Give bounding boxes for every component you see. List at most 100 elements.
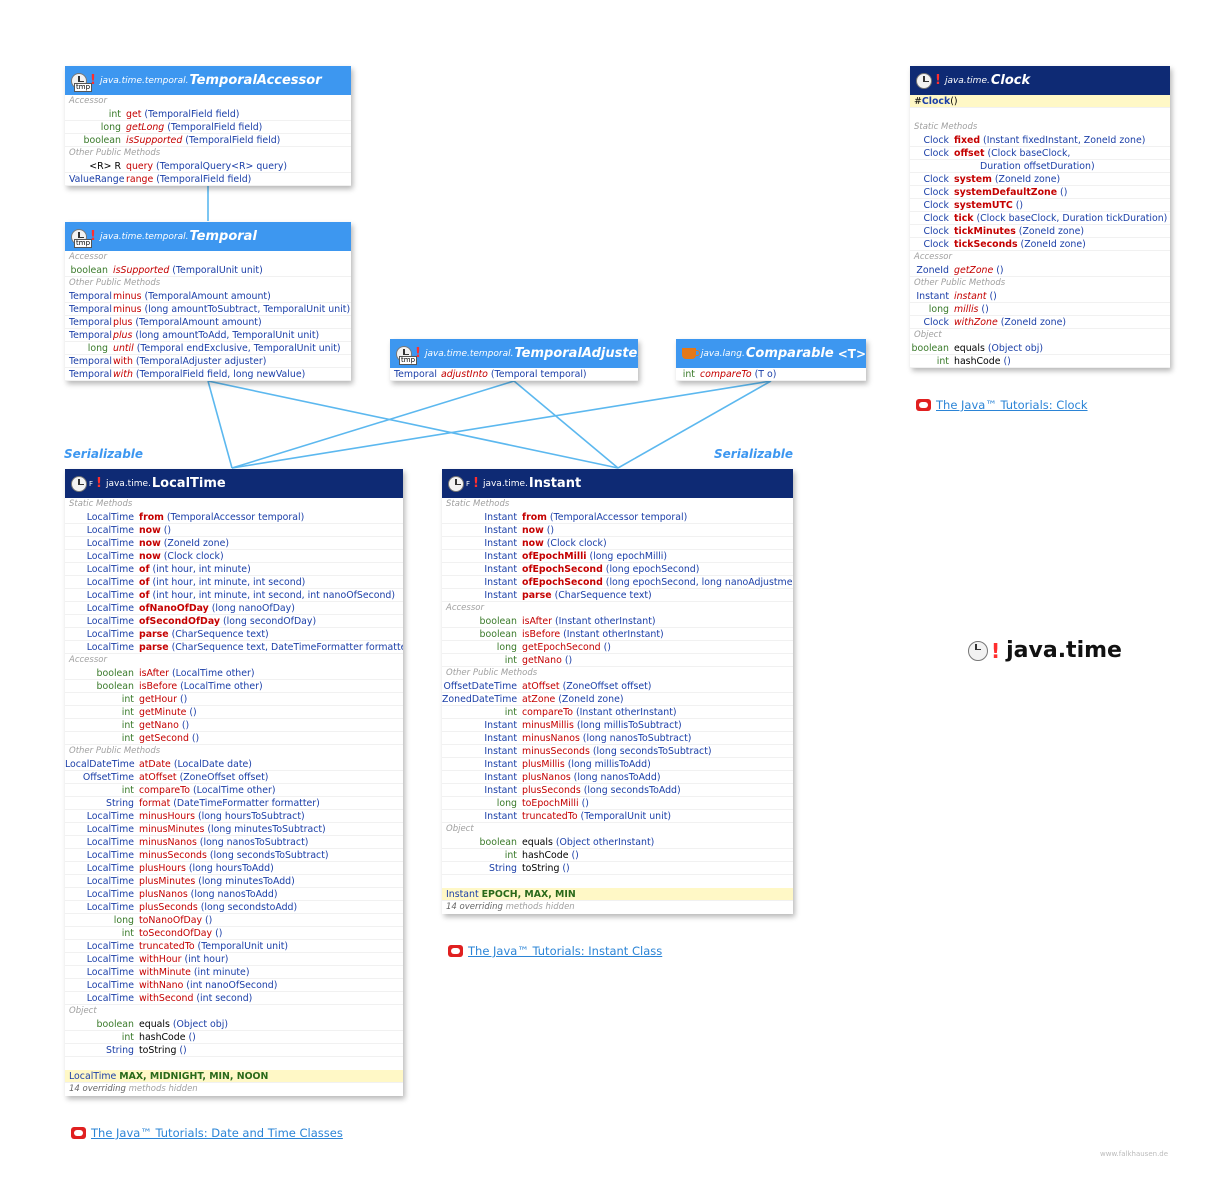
constants-row[interactable]: Instant EPOCH, MAX, MIN [442, 888, 793, 901]
temporal-accessor-box[interactable]: tmp ! java.time.temporal. TemporalAccess… [65, 66, 351, 186]
localtime-header[interactable]: F ! java.time. LocalTime [65, 469, 403, 498]
instant-header[interactable]: F ! java.time. Instant [442, 469, 793, 498]
comparable-header[interactable]: java.lang. Comparable <T> [676, 339, 866, 368]
constructor-row[interactable]: # Clock () [910, 95, 1170, 108]
constants-row[interactable]: LocalTime MAX, MIDNIGHT, MIN, NOON [65, 1070, 403, 1083]
clock-tutorial-link[interactable]: The Java™ Tutorials: Clock [916, 398, 1088, 412]
temporal-adjuster-header[interactable]: tmp ! java.time.temporal. TemporalAdjust… [390, 339, 638, 368]
datetime-tutorial-link[interactable]: The Java™ Tutorials: Date and Time Class… [71, 1126, 343, 1140]
instant-tutorial-link[interactable]: The Java™ Tutorials: Instant Class [448, 944, 662, 958]
temporal-header[interactable]: tmp ! java.time.temporal. Temporal [65, 222, 351, 251]
temporal-accessor-header[interactable]: tmp ! java.time.temporal. TemporalAccess… [65, 66, 351, 95]
temporal-box[interactable]: tmp ! java.time.temporal. Temporal Acces… [65, 222, 351, 381]
instant-tutorial-link-text[interactable]: The Java™ Tutorials: Instant Class [468, 944, 663, 958]
datetime-tutorial-link-text[interactable]: The Java™ Tutorials: Date and Time Class… [91, 1126, 343, 1140]
temporal-adjuster-box[interactable]: tmp ! java.time.temporal. TemporalAdjust… [390, 339, 638, 381]
clock-header[interactable]: ! java.time. Clock [910, 66, 1170, 95]
